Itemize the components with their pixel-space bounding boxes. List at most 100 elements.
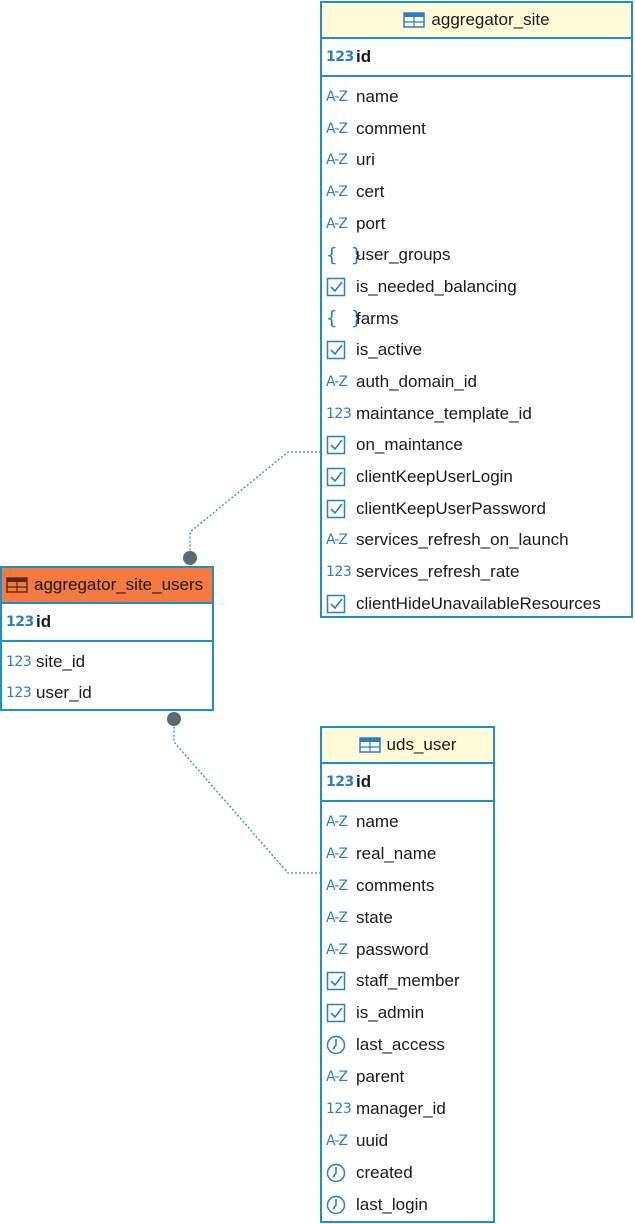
column-row[interactable]: A-Z uuid [322,1125,493,1157]
column-name: auth_domain_id [356,372,477,392]
clock-icon [326,1194,352,1216]
clock-icon [326,1034,352,1056]
column-name: clientKeepUserLogin [356,467,513,487]
column-name: last_login [356,1194,428,1214]
column-row[interactable]: { }farms [322,303,631,335]
number-type-icon: 123 [326,564,352,581]
column-name: maintance_template_id [356,403,532,423]
column-row[interactable]: clientKeepUserPassword [322,493,631,525]
number-type-icon: 123 [326,774,354,790]
relation-end-dot-site-users [183,551,197,565]
column-name: on_maintance [356,435,463,455]
column-row[interactable]: clientHideUnavailableResources [322,588,631,620]
column-name: uri [356,150,375,170]
column-name: port [356,213,386,233]
text-type-icon: A-Z [326,183,348,200]
table-icon [403,12,426,28]
text-type-icon: A-Z [326,1069,348,1086]
column-name: services_refresh_on_launch [356,530,569,550]
column-name: manager_id [356,1098,446,1118]
column-name: is_admin [356,1003,425,1023]
text-type-icon: A-Z [326,877,348,894]
column-name: comments [356,875,435,895]
text-type-icon: A-Z [326,941,348,958]
column-name: user_groups [356,245,451,265]
column-name: id [356,47,372,66]
primary-key-row[interactable]: 123 id [322,764,493,802]
column-row[interactable]: is_admin [322,997,493,1029]
table-icon [358,737,381,753]
checkbox-icon [326,593,352,615]
column-name: uuid [356,1130,389,1150]
relation-end-dot-user [167,712,181,726]
table-title: uds_user [386,735,457,754]
column-row[interactable]: A-Z port [322,208,631,240]
text-type-icon: A-Z [326,215,348,232]
column-row[interactable]: A-Z uri [322,144,631,176]
checkbox-icon [326,276,352,298]
text-type-icon: A-Z [326,845,348,862]
primary-key-row[interactable]: 123 id [322,39,631,77]
column-name: farms [356,308,399,328]
column-row[interactable]: A-Z name [322,806,493,838]
column-name: parent [356,1067,405,1087]
text-type-icon: A-Z [326,152,348,169]
column-row[interactable]: on_maintance [322,430,631,462]
table-header[interactable]: uds_user [322,728,493,764]
relation-user-to-site-users [173,719,321,874]
number-type-icon: 123 [6,685,32,702]
column-row[interactable]: last_login [322,1189,493,1221]
text-type-icon: A-Z [326,1132,348,1149]
table-header[interactable]: aggregator_site_users [2,568,212,604]
column-row[interactable]: A-Z real_name [322,838,493,870]
column-row[interactable]: last_access [322,1029,493,1061]
checkbox-icon [326,970,352,992]
column-row[interactable]: A-Z parent [322,1061,493,1093]
column-name: site_id [36,651,86,671]
column-row[interactable]: is_active [322,335,631,367]
json-type-icon: { } [326,307,364,330]
number-type-icon: 123 [326,49,354,65]
text-type-icon: A-Z [326,120,348,137]
column-row[interactable]: is_needed_balancing [322,271,631,303]
column-row[interactable]: A-Z comments [322,870,493,902]
column-name: clientKeepUserPassword [356,498,546,518]
column-row[interactable]: staff_member [322,965,493,997]
column-row[interactable]: A-Z name [322,81,631,113]
column-name: name [356,86,399,106]
column-name: name [356,811,399,831]
column-name: state [356,907,393,927]
column-row[interactable]: A-Z auth_domain_id [322,366,631,398]
table-header[interactable]: aggregator_site [322,3,631,39]
column-name: real_name [356,843,437,863]
column-row[interactable]: A-Z password [322,934,493,966]
json-type-icon: { } [326,243,364,266]
text-type-icon: A-Z [326,88,348,105]
table-icon [6,577,28,593]
column-name: id [36,612,52,631]
column-row[interactable]: { }user_groups [322,239,631,271]
number-type-icon: 123 [326,405,352,422]
text-type-icon: A-Z [326,374,348,391]
column-name: password [356,939,429,959]
primary-key-row[interactable]: 123 id [2,604,212,642]
table-title: aggregator_site_users [34,575,204,594]
column-row[interactable]: created [322,1157,493,1189]
text-type-icon: A-Z [326,813,348,830]
column-row[interactable]: clientKeepUserLogin [322,461,631,493]
